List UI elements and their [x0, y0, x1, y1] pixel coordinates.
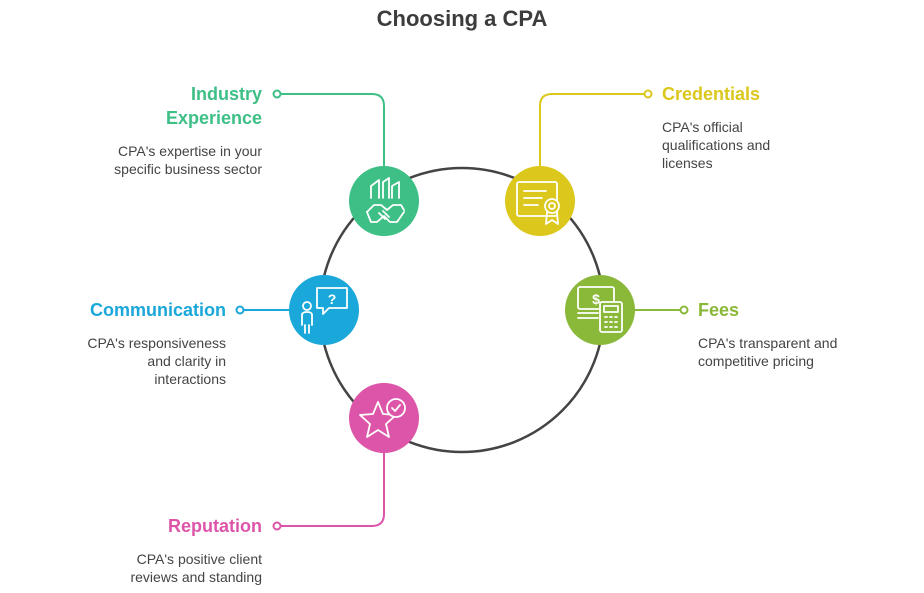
- desc-communication-line2: and clarity in: [147, 353, 226, 369]
- node-industry: [349, 166, 419, 236]
- star-check-icon: [359, 398, 406, 438]
- certificate-icon: [516, 181, 560, 225]
- desc-fees-line2: competitive pricing: [698, 353, 814, 369]
- desc-industry-line1: CPA's expertise in your: [117, 143, 262, 159]
- heading-industry-line2: Experience: [165, 108, 262, 128]
- heading-reputation: Reputation: [168, 516, 262, 536]
- money-calculator-icon: $: [577, 286, 623, 333]
- connector-industry: [277, 93, 385, 168]
- heading-industry: Industry Experience: [60, 82, 262, 130]
- node-circle-industry: [349, 166, 419, 236]
- connector-reputation: [277, 452, 385, 527]
- connector-dot-communication: [235, 305, 245, 315]
- connector-dot-industry: [272, 89, 282, 99]
- connector-dot-credentials: [643, 89, 653, 99]
- connector-dot-reputation: [272, 521, 282, 531]
- connector-dot-fees: [679, 305, 689, 315]
- heading-industry-line1: Industry: [190, 84, 262, 104]
- desc-reputation: CPA's positive client reviews and standi…: [60, 550, 262, 586]
- desc-fees: CPA's transparent and competitive pricin…: [698, 334, 898, 370]
- person-question-icon: ?: [301, 287, 348, 334]
- desc-credentials-line2: qualifications and: [662, 137, 771, 153]
- node-credentials: [505, 166, 575, 236]
- desc-credentials-line3: licenses: [662, 155, 713, 171]
- node-reputation: [349, 383, 419, 453]
- desc-communication-line3: interactions: [154, 371, 226, 387]
- desc-fees-line1: CPA's transparent and: [698, 335, 838, 351]
- node-circle-reputation: [349, 383, 419, 453]
- heading-fees: Fees: [698, 300, 740, 320]
- desc-reputation-line2: reviews and standing: [130, 569, 262, 585]
- node-communication: ?: [289, 275, 359, 345]
- desc-industry: CPA's expertise in your specific busines…: [60, 142, 262, 178]
- svg-text:$: $: [592, 291, 600, 307]
- heading-credentials: Credentials: [662, 84, 761, 104]
- diagram-title: Choosing a CPA: [376, 6, 548, 31]
- desc-credentials-line1: CPA's official: [662, 119, 743, 135]
- desc-communication-line1: CPA's responsiveness: [87, 335, 226, 351]
- node-fees: $: [565, 275, 635, 345]
- desc-industry-line2: specific business sector: [114, 161, 262, 177]
- connector-credentials: [539, 93, 648, 168]
- desc-credentials: CPA's official qualifications and licens…: [662, 118, 882, 172]
- desc-reputation-line1: CPA's positive client: [136, 551, 262, 567]
- handshake-buildings-icon: [366, 177, 405, 223]
- svg-text:?: ?: [328, 291, 337, 307]
- desc-communication: CPA's responsiveness and clarity in inte…: [30, 334, 226, 388]
- node-circle-credentials: [505, 166, 575, 236]
- heading-communication: Communication: [89, 300, 226, 320]
- node-circle-communication: [289, 275, 359, 345]
